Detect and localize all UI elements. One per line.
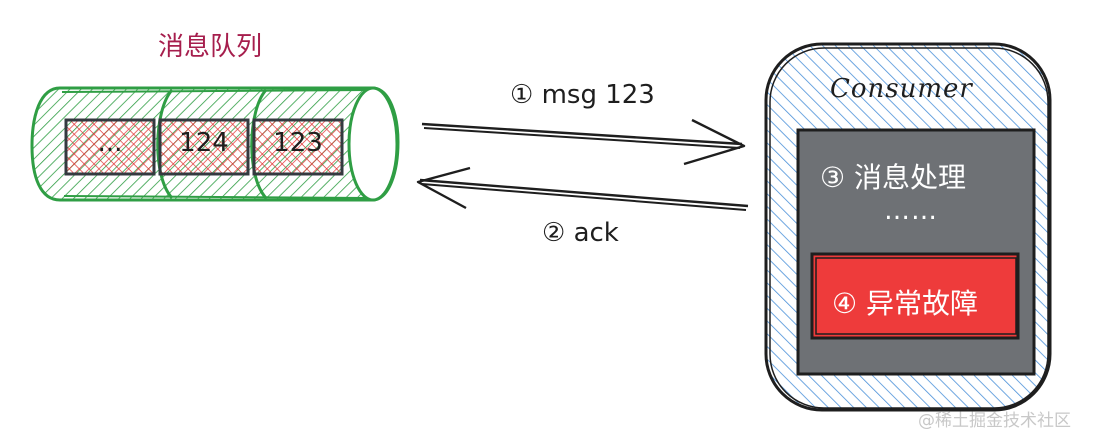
queue-segment-divider-2	[250, 88, 268, 200]
queue-cell-label: 123	[273, 128, 323, 158]
arrow-ack-label: ② ack	[542, 218, 619, 248]
queue-cell	[64, 118, 156, 176]
fault-box	[810, 252, 1020, 340]
watermark: @稀土掘金技术社区	[918, 411, 1071, 431]
ellipsis-label: ……	[884, 196, 938, 226]
queue-body-outline-2	[61, 89, 371, 199]
queue-segment-divider-1	[156, 88, 174, 200]
queue-cell-label: ...	[97, 128, 123, 158]
queue-cell-label: 124	[179, 128, 229, 158]
arrow-msg	[421, 118, 746, 166]
consumer-title: Consumer	[830, 74, 973, 104]
queue-cell	[158, 118, 250, 176]
step-process-label: ③ 消息处理	[820, 161, 967, 194]
arrow-msg-label: ① msg 123	[510, 80, 655, 110]
queue-opening	[347, 86, 399, 202]
queue-title: 消息队列	[158, 32, 263, 62]
arrow-ack	[416, 166, 749, 211]
queue-cell	[252, 118, 344, 176]
step-fault-label: ④ 异常故障	[832, 287, 979, 320]
